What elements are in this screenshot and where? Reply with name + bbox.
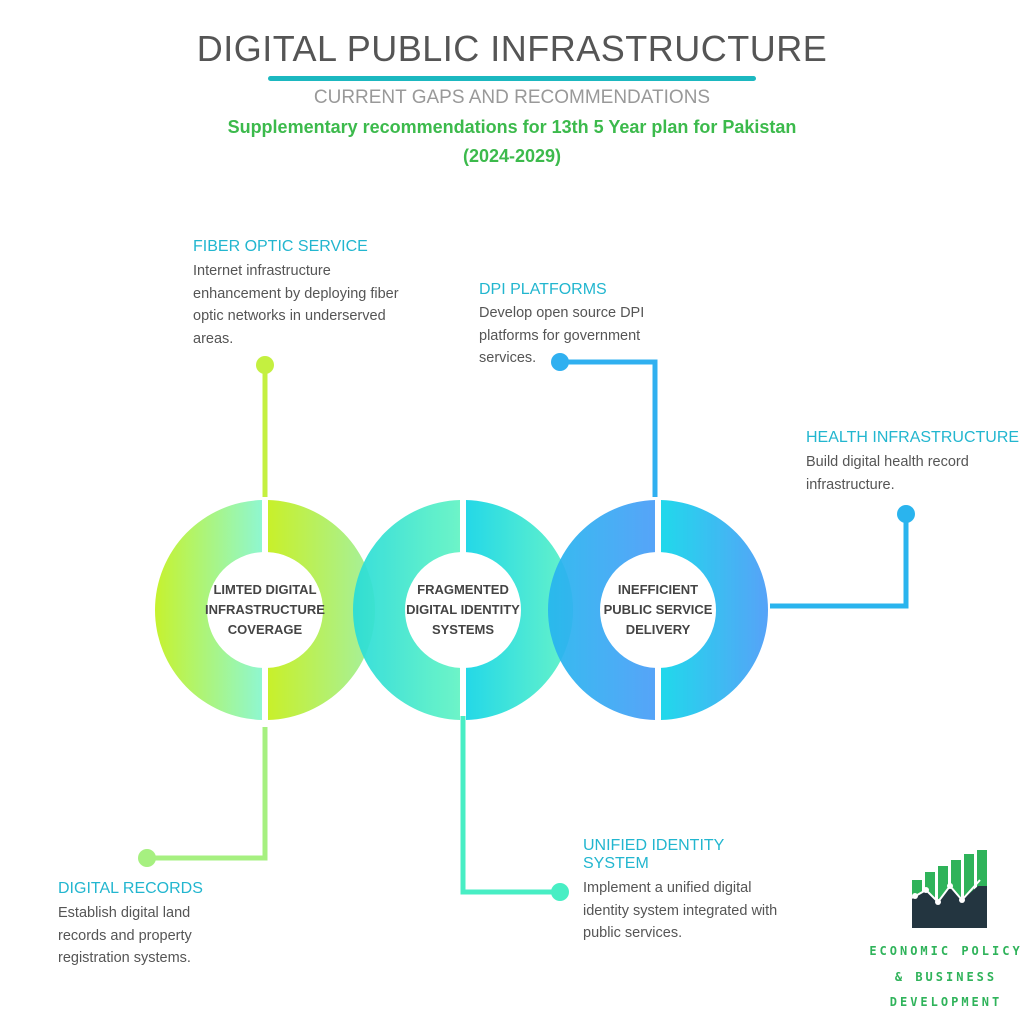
gap-label-service: INEFFICIENT PUBLIC SERVICE DELIVERY <box>603 582 713 637</box>
rec-records: DIGITAL RECORDS Establish digital land r… <box>58 880 233 970</box>
rec-fiber-text: Internet infrastructure enhancement by d… <box>193 263 399 347</box>
connector-dpi <box>551 353 658 497</box>
ring-infrastructure <box>154 500 375 720</box>
rec-dpi: DPI PLATFORMS Develop open source DPI pl… <box>479 281 679 370</box>
connector-identity <box>460 716 569 901</box>
logo-line-3: DEVELOPMENT <box>889 995 1003 1009</box>
logo-line-2: & BUSINESS <box>894 970 998 984</box>
rec-records-title: DIGITAL RECORDS <box>58 880 203 897</box>
ring-infrastructure-right-half <box>268 500 375 720</box>
logo-line-1: ECONOMIC POLICY <box>869 944 1023 958</box>
rec-records-text: Establish digital land records and prope… <box>58 905 192 966</box>
ring-identity-left-half <box>352 500 460 720</box>
rec-fiber-title: FIBER OPTIC SERVICE <box>193 238 368 255</box>
rec-health-title: HEALTH INFRASTRUCTURE <box>806 429 1020 446</box>
gap-label-identity: FRAGMENTED DIGITAL IDENTITY SYSTEMS <box>406 582 520 637</box>
page-title: DIGITAL PUBLIC INFRASTRUCTURE <box>196 28 828 69</box>
rec-dpi-title: DPI PLATFORMS <box>479 281 607 298</box>
connector-fiber <box>256 356 274 497</box>
rec-fiber: FIBER OPTIC SERVICE Internet infrastruct… <box>193 238 403 350</box>
rec-identity-text: Implement a unified digital identity sys… <box>583 880 778 941</box>
ring-identity <box>352 500 573 720</box>
chart-logo-icon <box>911 850 987 928</box>
ring-service <box>548 500 768 720</box>
ring-infrastructure-left-half <box>154 500 262 720</box>
connector-health <box>770 505 915 609</box>
rec-identity: UNIFIED IDENTITY SYSTEM Implement a unif… <box>583 837 793 945</box>
logo: ECONOMIC POLICY & BUSINESS DEVELOPMENT <box>866 846 1024 1016</box>
title-underline <box>268 76 756 81</box>
ring-service-right-half <box>661 500 768 720</box>
ring-service-left-half <box>548 500 655 720</box>
rec-identity-title: UNIFIED IDENTITY SYSTEM <box>583 837 725 872</box>
page-subtitle: CURRENT GAPS AND RECOMMENDATIONS <box>313 87 711 108</box>
rec-health: HEALTH INFRASTRUCTURE Build digital heal… <box>806 429 1021 496</box>
plan-line-1: Supplementary recommendations for 13th 5… <box>227 117 797 137</box>
plan-line-2: (2024-2029) <box>462 146 562 166</box>
rec-health-text: Build digital health record infrastructu… <box>806 454 969 493</box>
rec-dpi-text: Develop open source DPI platforms for go… <box>479 305 645 366</box>
gap-label-infrastructure: LIMTED DIGITAL INFRASTRUCTURE COVERAGE <box>205 582 325 637</box>
connector-records <box>138 727 268 867</box>
ring-identity-right-half <box>466 500 573 720</box>
